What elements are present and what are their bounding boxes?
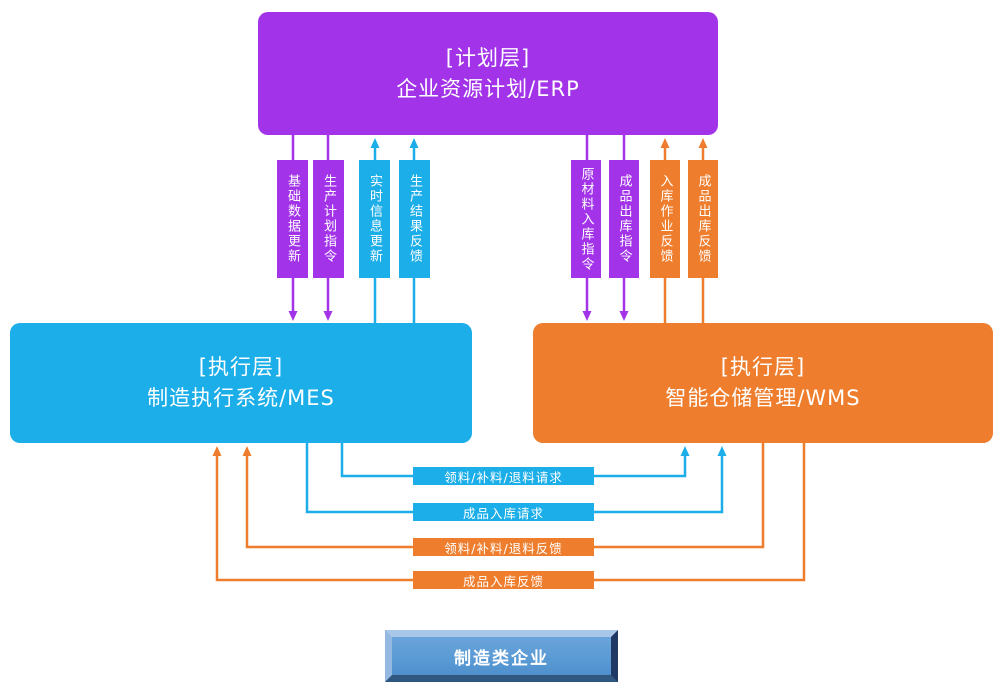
flow-label-text: 入库作业反馈 bbox=[657, 174, 673, 264]
wms-layer-tag: [执行层] bbox=[720, 355, 806, 379]
flow-label-inbound-operation-feedback: 入库作业反馈 bbox=[650, 160, 680, 278]
manufacturing-enterprise-box: 制造类企业 bbox=[385, 630, 618, 682]
flow-bar-material-feedback: 领料/补料/退料反馈 bbox=[413, 538, 594, 556]
wms-execution-layer-box: [执行层] 智能仓储管理/WMS bbox=[533, 323, 993, 443]
erp-planning-layer-box: [计划层] 企业资源计划/ERP bbox=[258, 12, 718, 135]
mes-execution-layer-box: [执行层] 制造执行系统/MES bbox=[10, 323, 472, 443]
flow-bar-finished-goods-inbound-feedback: 成品入库反馈 bbox=[413, 571, 594, 589]
mes-layer-tag: [执行层] bbox=[198, 355, 284, 379]
flow-label-text: 成品出库反馈 bbox=[695, 174, 711, 264]
flow-label-text: 原材料入库指令 bbox=[578, 166, 594, 272]
wms-to-mes-arrowheads bbox=[212, 446, 252, 456]
flow-bar-finished-goods-inbound-request: 成品入库请求 bbox=[413, 503, 594, 521]
enterprise-label: 制造类企业 bbox=[454, 648, 549, 669]
wms-to-mes-wires bbox=[215, 443, 806, 582]
flow-label-basic-data-update: 基础数据更新 bbox=[277, 160, 308, 278]
flow-bar-text: 领料/补料/退料请求 bbox=[444, 469, 563, 485]
mes-layer-name: 制造执行系统/MES bbox=[147, 386, 335, 410]
mes-to-wms-arrowheads bbox=[680, 446, 727, 456]
mes-to-wms-wires bbox=[305, 443, 724, 514]
flow-bar-material-request: 领料/补料/退料请求 bbox=[413, 467, 594, 485]
flow-label-text: 成品出库指令 bbox=[616, 174, 632, 264]
blue-up-arrowheads bbox=[370, 138, 419, 148]
flow-label-text: 基础数据更新 bbox=[285, 174, 300, 264]
flow-label-text: 实时信息更新 bbox=[367, 174, 382, 264]
flow-label-production-result-feedback: 生产结果反馈 bbox=[399, 160, 430, 278]
flow-label-production-plan-order: 生产计划指令 bbox=[313, 160, 344, 278]
flow-label-finished-goods-outbound-feedback: 成品出库反馈 bbox=[688, 160, 718, 278]
purple-arrowheads bbox=[288, 311, 629, 321]
erp-layer-tag: [计划层] bbox=[445, 45, 531, 70]
flow-label-finished-goods-outbound-order: 成品出库指令 bbox=[609, 160, 639, 278]
flow-label-text: 生产计划指令 bbox=[321, 174, 336, 264]
flow-bar-text: 领料/补料/退料反馈 bbox=[444, 540, 563, 556]
orange-up-arrowheads bbox=[660, 138, 708, 148]
flow-label-realtime-info-update: 实时信息更新 bbox=[359, 160, 390, 278]
flow-bar-text: 成品入库请求 bbox=[462, 505, 544, 521]
flow-bar-text: 成品入库反馈 bbox=[462, 573, 544, 589]
erp-layer-name: 企业资源计划/ERP bbox=[396, 76, 580, 101]
orange-up-arrows bbox=[663, 147, 705, 323]
flow-label-text: 生产结果反馈 bbox=[407, 174, 422, 264]
flow-label-raw-material-inbound-order: 原材料入库指令 bbox=[571, 160, 601, 278]
purple-arrows bbox=[291, 135, 626, 312]
blue-up-arrows bbox=[373, 147, 416, 323]
wms-layer-name: 智能仓储管理/WMS bbox=[665, 386, 861, 410]
